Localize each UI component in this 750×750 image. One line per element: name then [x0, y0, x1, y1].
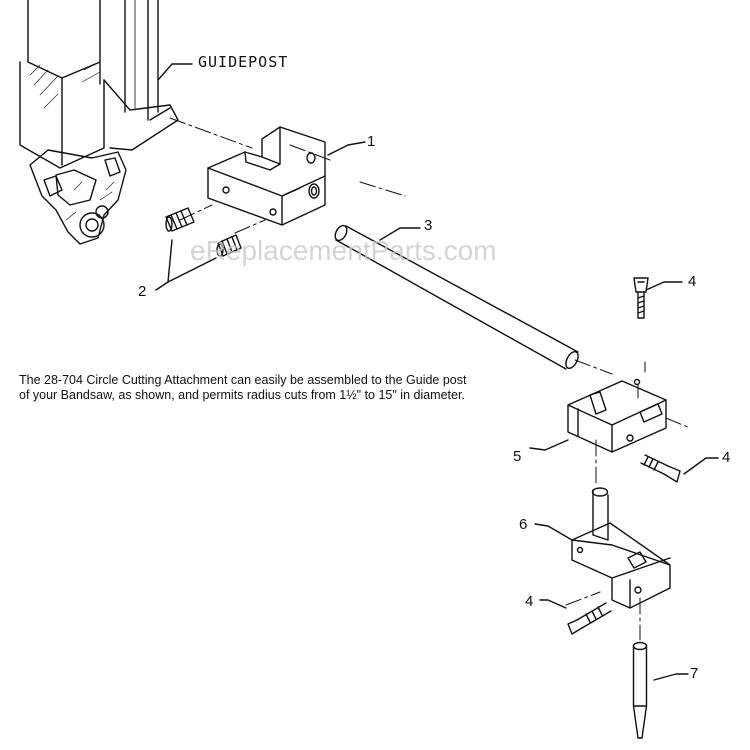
callout-5: 5	[513, 448, 521, 465]
callout-3: 3	[424, 217, 432, 234]
part-1-bracket	[207, 126, 366, 226]
part-3-rod	[334, 224, 579, 370]
callout-1: 1	[367, 133, 375, 150]
part-4-middle-screw	[640, 454, 719, 483]
callout-6: 6	[519, 516, 527, 533]
part-6-point-holder	[534, 487, 671, 609]
part-7-pointer-pin	[632, 641, 689, 739]
part-4-top-screw	[633, 277, 683, 319]
description-line-2: of your Bandsaw, as shown, and permits r…	[19, 388, 465, 402]
description-line-1: The 28-704 Circle Cutting Attachment can…	[19, 373, 467, 387]
part-4-lower-screw	[539, 599, 612, 635]
callout-7: 7	[690, 665, 698, 682]
guidepost-label: GUIDEPOST	[198, 53, 288, 71]
part-2-set-screws	[155, 207, 242, 291]
description-text: The 28-704 Circle Cutting Attachment can…	[19, 373, 539, 403]
watermark: eReplacementParts.com	[190, 235, 497, 266]
part-5-pivot-block	[529, 378, 667, 453]
callout-4-lower: 4	[525, 593, 533, 610]
callout-4-top: 4	[688, 273, 696, 290]
guidepost-assembly	[19, 0, 193, 245]
callout-2: 2	[138, 283, 146, 300]
callout-4-middle: 4	[722, 449, 730, 466]
